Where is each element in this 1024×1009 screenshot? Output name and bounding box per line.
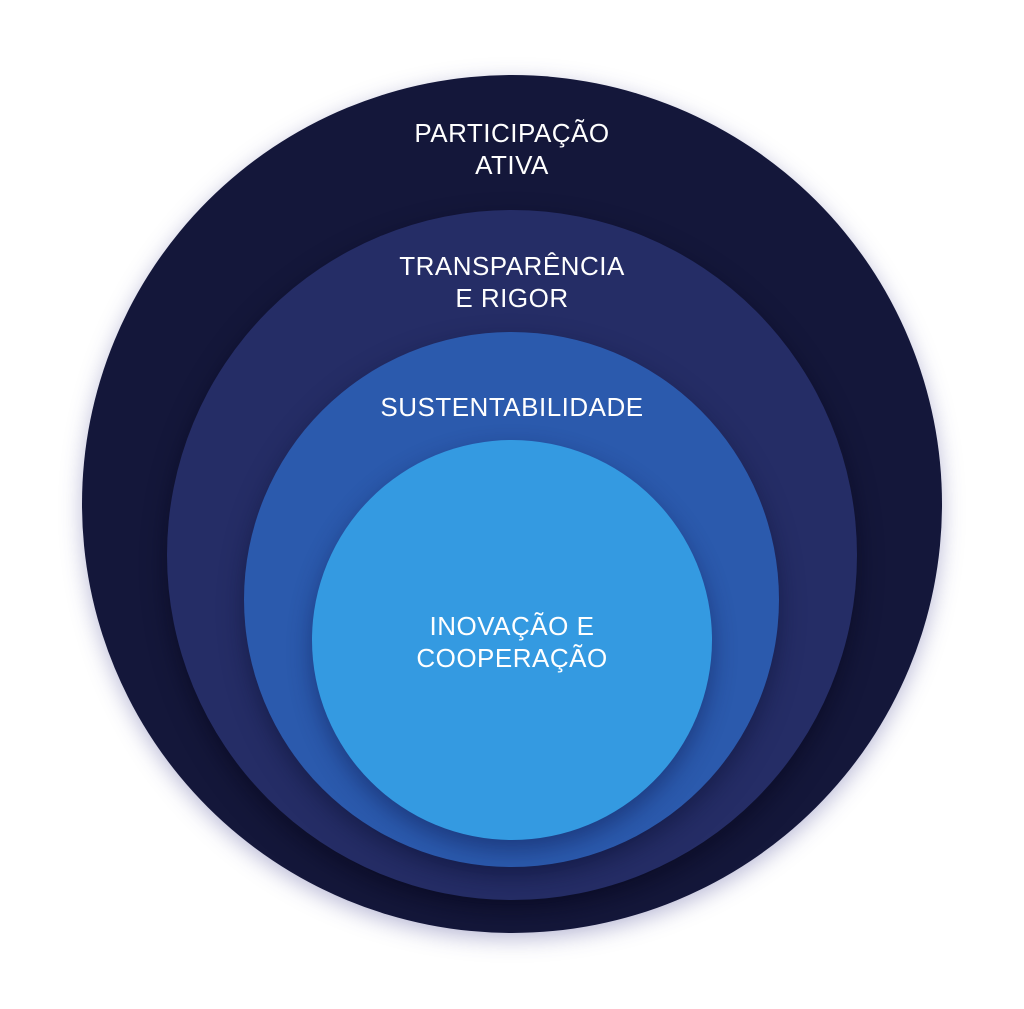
- label-line: E RIGOR: [455, 283, 569, 313]
- label-transparencia-e-rigor: TRANSPARÊNCIA E RIGOR: [0, 250, 1024, 314]
- label-participacao-ativa: PARTICIPAÇÃO ATIVA: [0, 117, 1024, 181]
- label-line: PARTICIPAÇÃO: [414, 118, 610, 148]
- label-line: SUSTENTABILIDADE: [380, 392, 644, 422]
- label-line: TRANSPARÊNCIA: [399, 251, 625, 281]
- label-line: INOVAÇÃO E: [429, 611, 595, 641]
- label-inovacao-e-cooperacao: INOVAÇÃO E COOPERAÇÃO: [0, 610, 1024, 674]
- label-line: ATIVA: [475, 150, 549, 180]
- ring-inovacao-e-cooperacao: [312, 440, 712, 840]
- label-sustentabilidade: SUSTENTABILIDADE: [0, 391, 1024, 423]
- label-line: COOPERAÇÃO: [416, 643, 608, 673]
